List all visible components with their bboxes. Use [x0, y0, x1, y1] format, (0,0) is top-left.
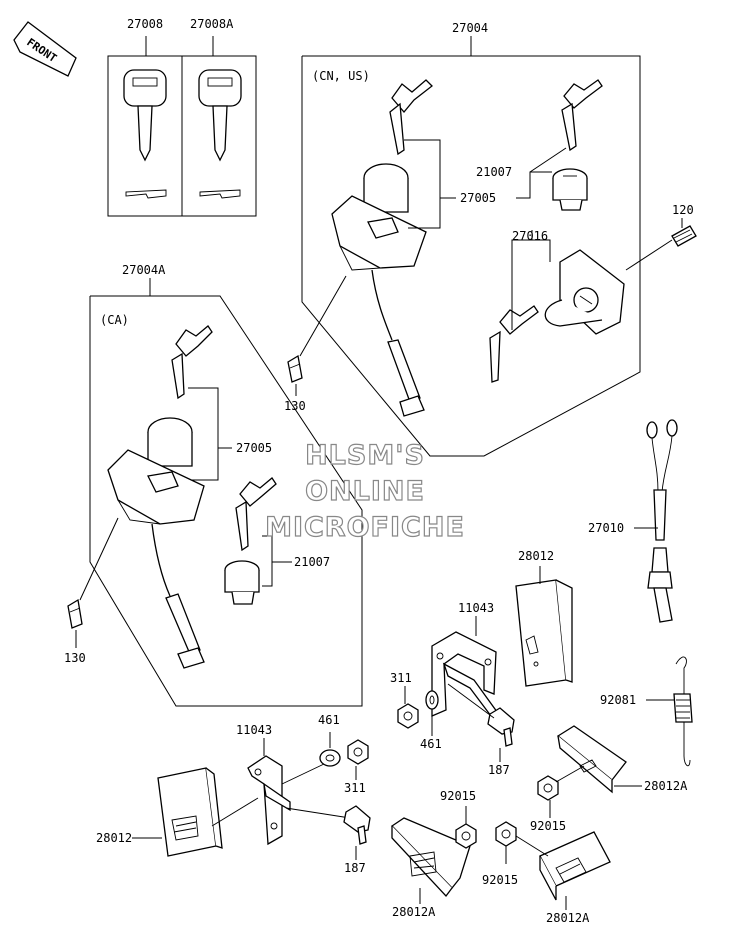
ignition-switch-icon	[331, 163, 427, 417]
lock-cylinder-icon	[552, 168, 588, 211]
blank-key-icon	[123, 69, 167, 199]
part-number-27016: 27016	[512, 229, 548, 243]
part-number-28012-top: 28012	[518, 549, 554, 563]
key-icon	[489, 305, 539, 383]
part-number-120: 120	[672, 203, 694, 217]
part-number-187-bottom: 187	[344, 861, 366, 875]
lock-cylinder-icon	[224, 560, 260, 605]
part-number-92015-right: 92015	[530, 819, 566, 833]
part-number-130-top: 130	[284, 399, 306, 413]
part-number-11043-top: 11043	[458, 601, 494, 615]
part-number-27010: 27010	[588, 521, 624, 535]
part-number-27004a: 27004A	[122, 263, 166, 277]
key-icon	[235, 477, 277, 552]
washer-icon	[319, 732, 341, 767]
part-number-311-bottom: 311	[344, 781, 366, 795]
watermark-line-1: HLSM'S	[305, 440, 425, 471]
stop-switch-icon	[634, 419, 678, 623]
bolt-icon	[447, 683, 515, 762]
reflector-icon	[556, 725, 642, 794]
part-number-27008: 27008	[127, 17, 163, 31]
leader-lines	[75, 139, 683, 648]
bolt-icon	[287, 354, 303, 383]
part-number-21007-top: 21007	[476, 165, 512, 179]
nut-icon	[495, 821, 549, 864]
part-number-92015-mid: 92015	[440, 789, 476, 803]
part-number-92081: 92081	[600, 693, 636, 707]
part-number-461-bottom: 461	[318, 713, 340, 727]
region-label-cn-us: (CN, US)	[312, 69, 370, 83]
nut-icon	[455, 806, 477, 849]
part-number-21007-left: 21007	[294, 555, 330, 569]
part-number-28012a-mid: 28012A	[392, 905, 436, 919]
reflector-icon	[390, 817, 471, 904]
reflector-icon	[132, 767, 259, 857]
ignition-switch-set-cn-us	[287, 36, 697, 457]
bolt-icon	[67, 598, 83, 629]
key-icon	[171, 325, 213, 400]
part-number-311-top: 311	[390, 671, 412, 685]
washer-icon	[425, 690, 439, 736]
spring-icon	[646, 656, 693, 767]
watermark-line-2: ONLINE	[305, 476, 425, 507]
part-number-187-top: 187	[488, 763, 510, 777]
part-number-130-left: 130	[64, 651, 86, 665]
bolt-icon	[343, 805, 371, 860]
part-number-461-top: 461	[420, 737, 442, 751]
part-number-28012a-right: 28012A	[644, 779, 688, 793]
watermark: HLSM'S ONLINE MICROFICHE	[264, 439, 465, 543]
part-number-27004: 27004	[452, 21, 488, 35]
part-number-28012a-bottom: 28012A	[546, 911, 590, 925]
key-set-box	[107, 36, 257, 217]
blank-key-icon	[198, 69, 242, 199]
part-number-28012-bottom: 28012	[96, 831, 132, 845]
ignition-switch-icon	[107, 417, 205, 669]
reflector-icon	[539, 831, 611, 910]
nut-icon	[537, 765, 585, 818]
key-icon	[561, 79, 603, 152]
part-number-27005-top: 27005	[460, 191, 496, 205]
ignition-switch-set-ca	[67, 278, 363, 707]
bolt-icon	[671, 225, 697, 247]
region-label-ca: (CA)	[100, 313, 129, 327]
bracket-icon	[247, 738, 351, 846]
nut-icon	[397, 686, 419, 729]
part-number-27008a: 27008A	[190, 17, 234, 31]
part-number-27005-left: 27005	[236, 441, 272, 455]
part-number-11043-bottom: 11043	[236, 723, 272, 737]
part-number-92015-bottom: 92015	[482, 873, 518, 887]
front-arrow-icon: FRONT	[13, 21, 77, 77]
reflector-icon	[515, 566, 573, 687]
seat-lock-icon	[544, 249, 625, 335]
bracket-icon	[431, 616, 501, 721]
watermark-line-3: MICROFICHE	[265, 512, 465, 543]
nut-icon	[347, 739, 369, 780]
key-icon	[389, 79, 433, 156]
